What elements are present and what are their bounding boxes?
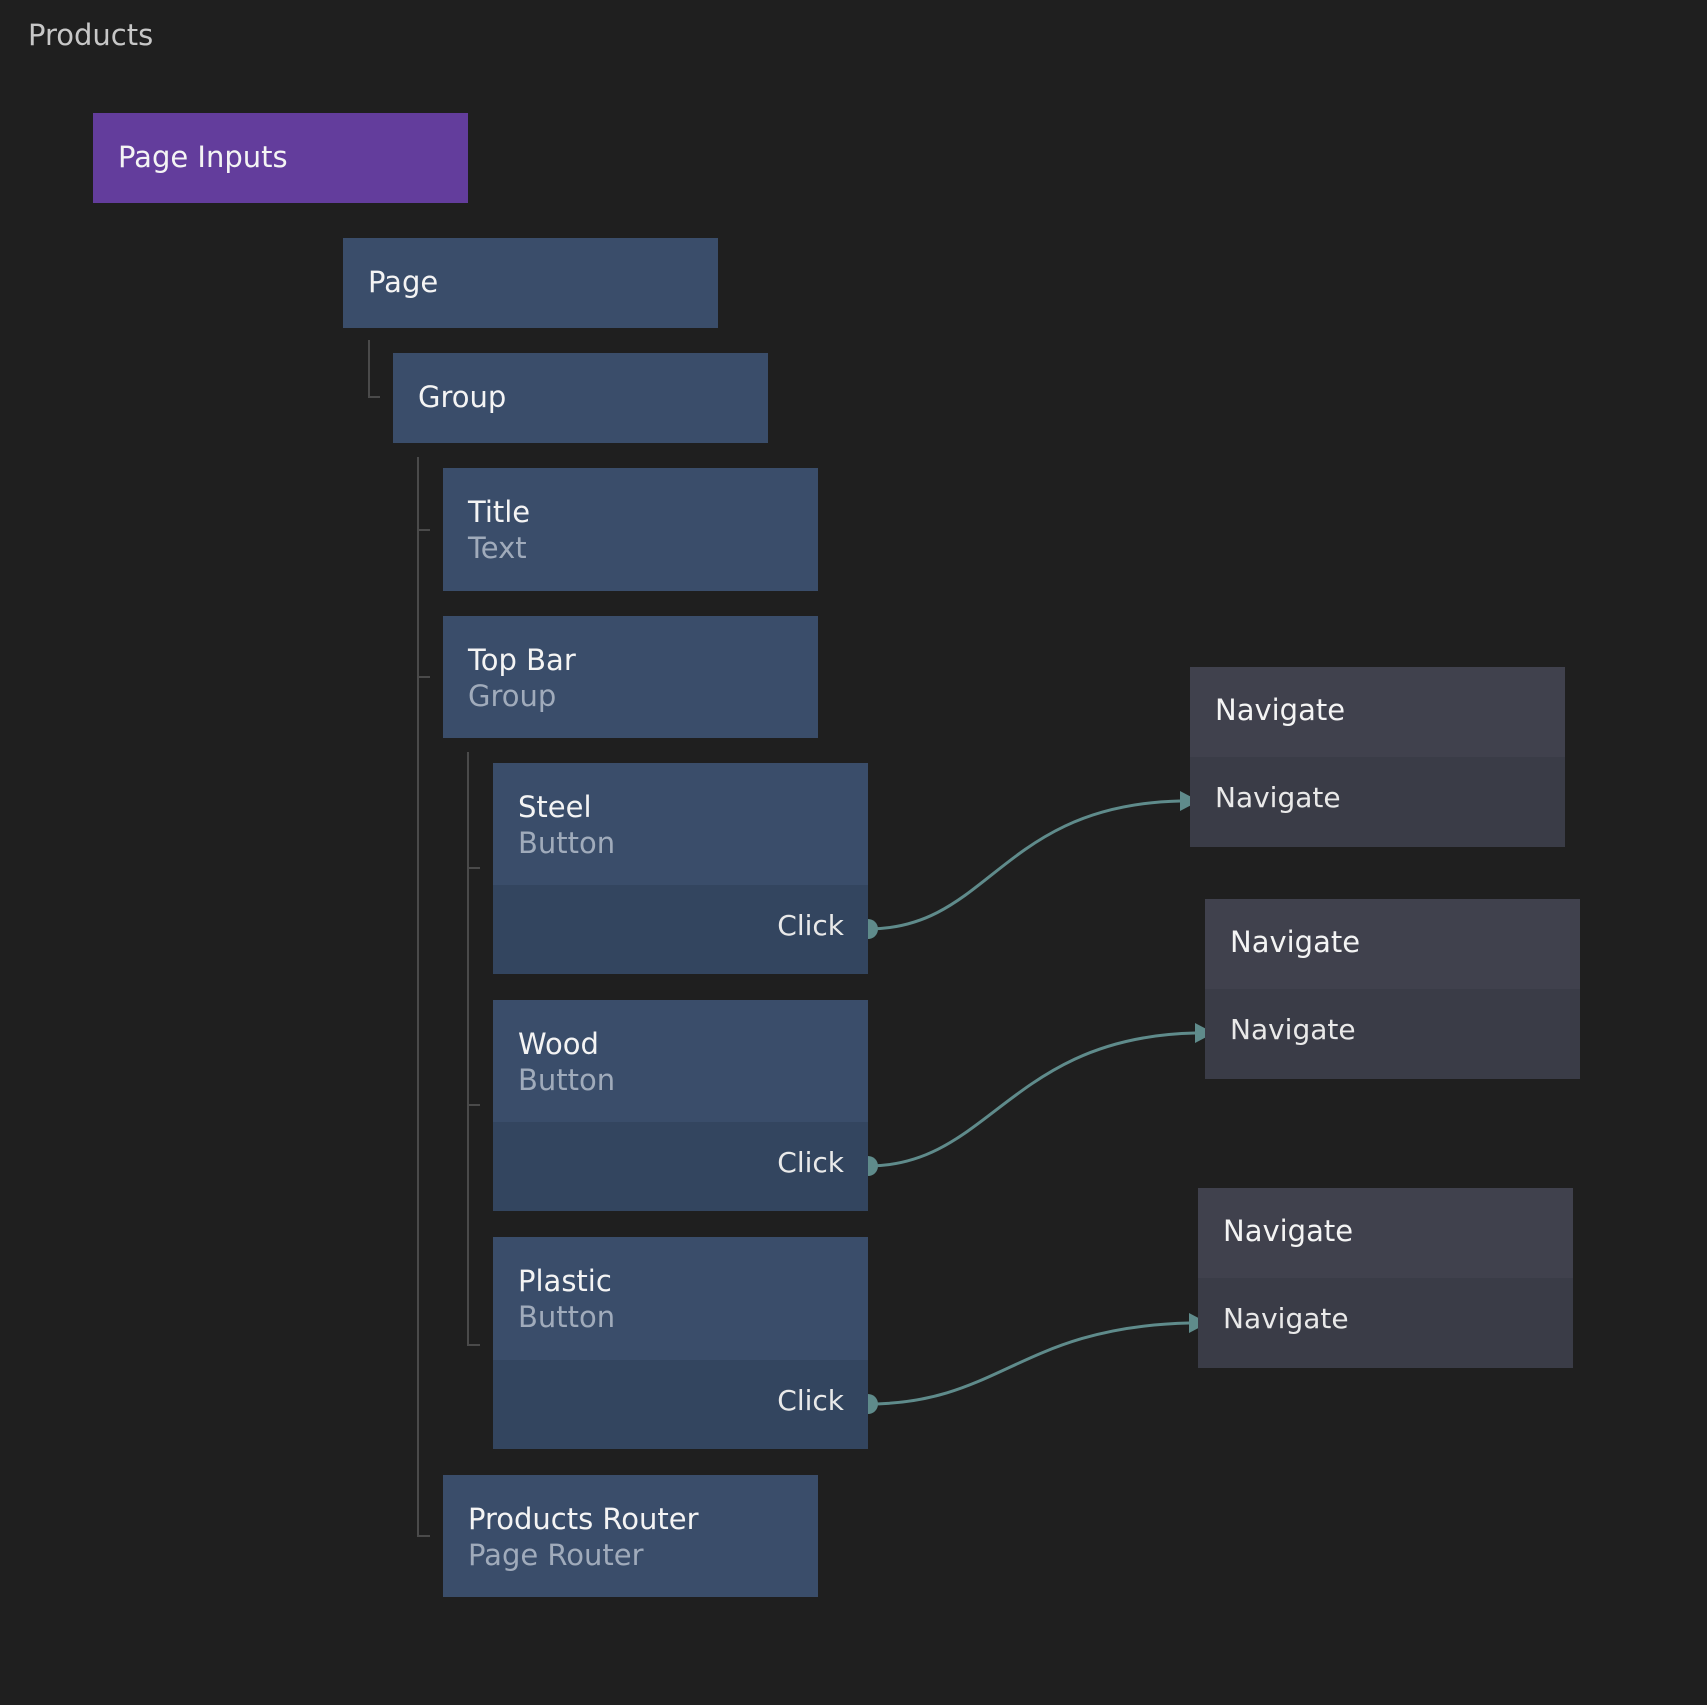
node-products-router[interactable]: Products Router Page Router <box>443 1475 818 1597</box>
node-navigate-3[interactable]: Navigate Navigate <box>1198 1188 1573 1368</box>
tree-line-group <box>368 340 380 398</box>
node-navigate-1[interactable]: Navigate Navigate <box>1190 667 1565 847</box>
connection-steel-navigate <box>867 799 1181 931</box>
node-page-inputs[interactable]: Page Inputs <box>93 113 468 203</box>
node-type: Button <box>518 1063 616 1097</box>
node-steel-button[interactable]: Steel Button Click <box>493 763 868 974</box>
node-name: Page Inputs <box>118 140 288 174</box>
node-title[interactable]: Title Text <box>443 468 818 591</box>
output-port-click[interactable]: Click <box>777 1384 844 1417</box>
node-type: Page Router <box>468 1538 644 1572</box>
node-header <box>1190 667 1565 757</box>
canvas-title: Products <box>28 18 154 52</box>
node-name: Title <box>468 495 531 529</box>
node-name: Navigate <box>1230 925 1361 959</box>
node-type: Text <box>468 531 527 565</box>
tree-line-buttons <box>467 752 480 1346</box>
node-name: Products Router <box>468 1502 699 1536</box>
output-port-click[interactable]: Click <box>777 909 844 942</box>
node-name: Group <box>418 380 507 414</box>
output-port-row: Click <box>493 1360 868 1449</box>
node-name: Plastic <box>518 1264 612 1298</box>
output-port-row: Click <box>493 1122 868 1211</box>
node-name: Navigate <box>1215 693 1346 727</box>
output-port-row: Click <box>493 885 868 974</box>
node-group[interactable]: Group <box>393 353 768 443</box>
node-header <box>1198 1188 1573 1278</box>
node-type: Button <box>518 826 616 860</box>
node-header <box>1205 899 1580 989</box>
node-name: Navigate <box>1223 1214 1354 1248</box>
input-port-navigate[interactable]: Navigate <box>1223 1302 1349 1335</box>
input-port-navigate[interactable]: Navigate <box>1230 1013 1356 1046</box>
node-wood-button[interactable]: Wood Button Click <box>493 1000 868 1211</box>
node-page[interactable]: Page <box>343 238 718 328</box>
tree-line-children <box>417 457 430 1537</box>
node-type: Button <box>518 1300 616 1334</box>
node-name: Steel <box>518 790 592 824</box>
connection-plastic-navigate <box>867 1321 1190 1406</box>
node-top-bar[interactable]: Top Bar Group <box>443 616 818 738</box>
node-name: Top Bar <box>468 643 576 677</box>
node-name: Wood <box>518 1027 599 1061</box>
node-plastic-button[interactable]: Plastic Button Click <box>493 1237 868 1449</box>
connection-wires <box>867 799 1196 1406</box>
input-port-navigate[interactable]: Navigate <box>1215 781 1341 814</box>
connection-wood-navigate <box>867 1031 1196 1168</box>
node-type: Group <box>468 679 557 713</box>
node-navigate-2[interactable]: Navigate Navigate <box>1205 899 1580 1079</box>
node-name: Page <box>368 265 439 299</box>
output-port-click[interactable]: Click <box>777 1146 844 1179</box>
